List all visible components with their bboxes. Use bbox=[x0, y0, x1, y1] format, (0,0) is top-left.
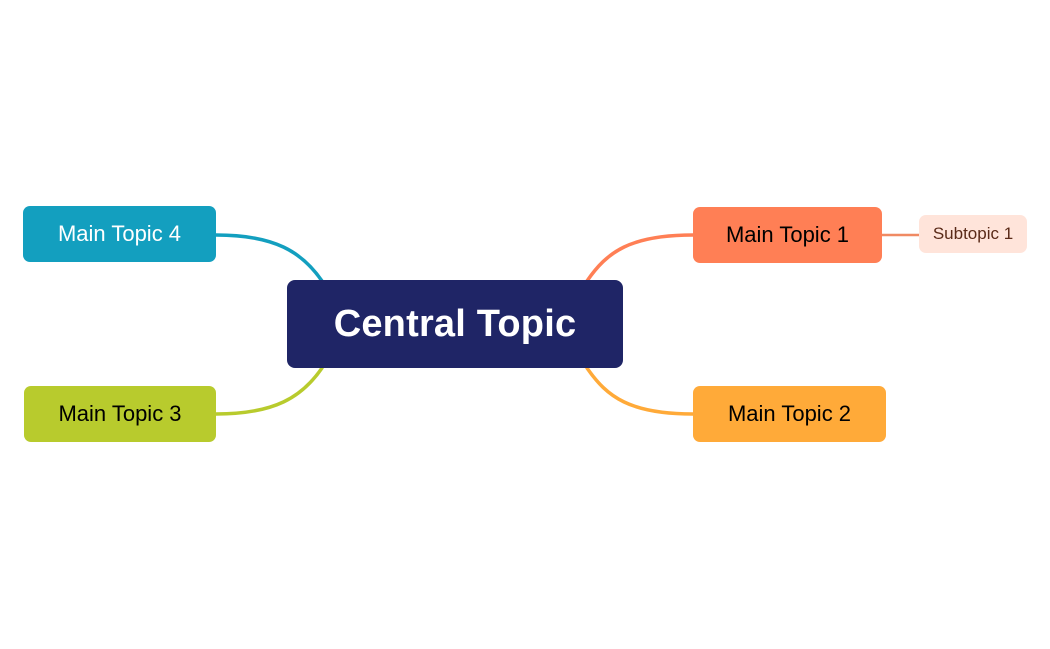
central-topic-label: Central Topic bbox=[333, 302, 577, 345]
connector-main-topic-1 bbox=[585, 233, 695, 283]
main-topic-2-label: Main Topic 2 bbox=[727, 401, 852, 426]
main-topic-4-label: Main Topic 4 bbox=[57, 221, 182, 246]
subtopic-1-node[interactable]: Subtopic 1 bbox=[919, 215, 1027, 253]
main-topic-3-label: Main Topic 3 bbox=[58, 401, 182, 426]
connector-main-topic-3 bbox=[214, 366, 324, 416]
connector-main-topic-2 bbox=[585, 366, 695, 416]
main-topic-1-label: Main Topic 1 bbox=[725, 222, 850, 247]
subtopic-1-label: Subtopic 1 bbox=[932, 224, 1014, 243]
connector-main-topic-4 bbox=[214, 233, 324, 283]
central-topic-node[interactable]: Central Topic bbox=[287, 280, 623, 368]
main-topic-1-node[interactable]: Main Topic 1 bbox=[693, 207, 882, 263]
main-topic-3-node[interactable]: Main Topic 3 bbox=[24, 386, 216, 442]
main-topic-4-node[interactable]: Main Topic 4 bbox=[23, 206, 216, 262]
main-topic-2-node[interactable]: Main Topic 2 bbox=[693, 386, 886, 442]
